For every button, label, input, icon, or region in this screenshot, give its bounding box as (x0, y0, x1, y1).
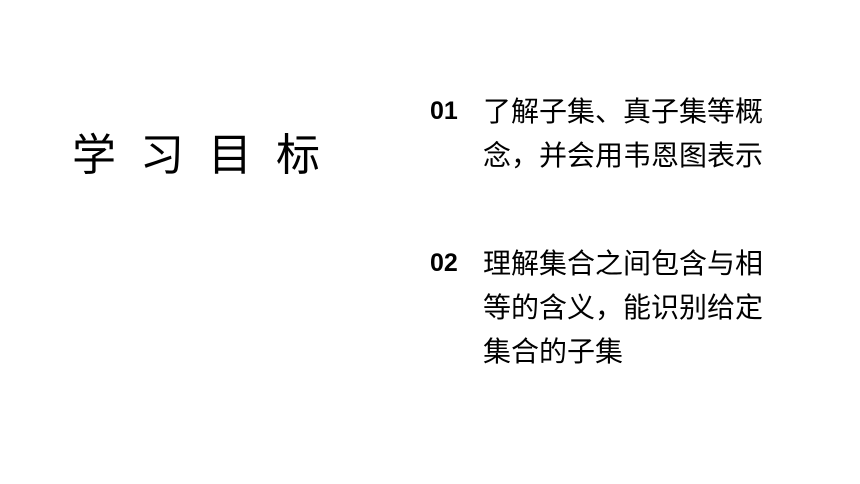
objective-text-1: 了解子集、真子集等概念，并会用韦恩图表示 (483, 95, 764, 172)
section-heading: 学习目标 (72, 130, 344, 181)
objective-number-1: 01 (430, 97, 458, 125)
objective-text-2: 理解集合之间包含与相等的含义，能识别给定集合的子集 (483, 247, 764, 368)
objective-number-2: 02 (430, 249, 458, 277)
